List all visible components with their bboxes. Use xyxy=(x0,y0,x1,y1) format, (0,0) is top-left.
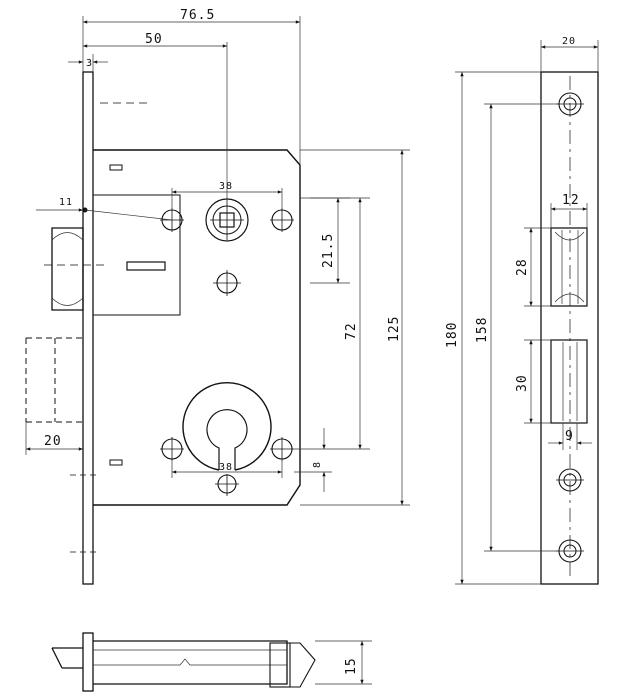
dim-label-9: 9 xyxy=(565,429,574,444)
latch-curve-bottom xyxy=(51,297,84,306)
screw-hole-center xyxy=(213,270,241,296)
dim-label-28: 28 xyxy=(515,258,530,276)
bottom-view: 15 xyxy=(51,632,372,692)
faceplate-screw-2 xyxy=(556,468,584,492)
bottom-cylinder-section xyxy=(269,642,291,688)
dim-label-38-top: 38 xyxy=(219,181,233,192)
latch-opening-curve-top xyxy=(554,231,585,241)
dim-label-12: 12 xyxy=(562,193,580,208)
latch-curve-top xyxy=(51,232,84,241)
screw-hole-bottom-right xyxy=(270,437,294,461)
latch-bolt xyxy=(51,227,84,311)
dim-label-125: 125 xyxy=(387,316,402,342)
latch-reference-line xyxy=(84,209,173,221)
latch-lever xyxy=(126,261,166,271)
bottom-case-notch xyxy=(179,658,287,666)
faceplate xyxy=(540,71,599,585)
faceplate-strip xyxy=(82,71,94,585)
bottom-faceplate xyxy=(82,632,94,692)
front-view: 76.5 50 3 11 38 21.5 72 125 xyxy=(25,8,410,585)
dim-label-158: 158 xyxy=(475,317,490,343)
dim-label-50: 50 xyxy=(145,32,163,47)
cylinder-rose xyxy=(182,382,272,471)
screw-hole-bottom-left xyxy=(160,437,184,461)
dim-label-3: 3 xyxy=(86,58,93,69)
dim-label-15: 15 xyxy=(344,657,359,675)
dim-label-21-5: 21.5 xyxy=(321,233,336,268)
case-slot-top xyxy=(109,164,123,171)
latch-housing xyxy=(93,194,181,316)
cylinder-cam-hole xyxy=(215,474,239,496)
lock-case xyxy=(93,149,301,506)
latch-opening xyxy=(550,227,588,307)
faceplate-screw-1 xyxy=(556,92,584,116)
dim-label-11: 11 xyxy=(59,197,73,208)
dim-label-72: 72 xyxy=(344,322,359,340)
screw-hole-top-right xyxy=(270,208,294,232)
dim-label-20: 20 xyxy=(44,434,62,449)
spindle-hub xyxy=(205,198,249,242)
latch-opening-curve-bottom xyxy=(554,293,585,303)
bottom-case xyxy=(93,640,288,685)
dim-label-30: 30 xyxy=(515,374,530,392)
bottom-case-edge xyxy=(290,642,316,688)
deadbolt-projection xyxy=(25,337,83,423)
dim-label-38-bottom: 38 xyxy=(219,462,233,473)
dim-label-76-5: 76.5 xyxy=(180,8,215,23)
case-slot-bottom xyxy=(109,459,123,466)
bottom-latch-tip xyxy=(51,647,83,669)
dim-label-fp-20: 20 xyxy=(562,36,576,47)
faceplate-screw-3 xyxy=(556,539,584,563)
dim-label-180: 180 xyxy=(445,322,460,348)
faceplate-view: 20 180 158 12 28 30 9 xyxy=(445,36,599,585)
bolt-opening xyxy=(550,339,588,424)
dim-label-8: 8 xyxy=(312,461,323,468)
